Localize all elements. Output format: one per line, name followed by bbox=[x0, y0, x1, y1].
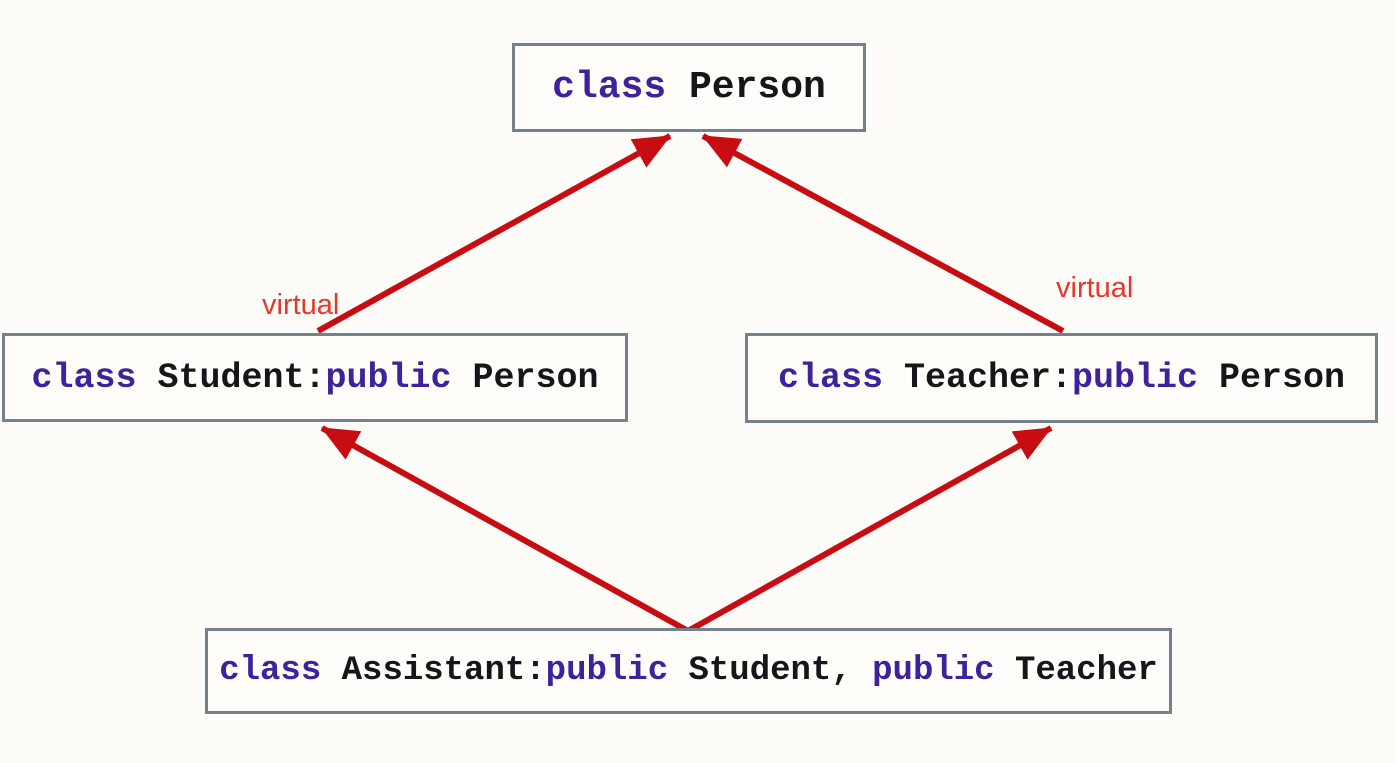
inheritance-arrow-assistant-to-teacher bbox=[686, 425, 1053, 634]
code-token: public bbox=[325, 357, 452, 398]
inheritance-arrow-assistant-to-student bbox=[320, 425, 690, 634]
class-node-assistant: class Assistant:public Student, public T… bbox=[205, 628, 1172, 714]
class-node-student: class Student:public Person bbox=[2, 333, 628, 422]
code-token: Assistant: bbox=[321, 652, 546, 690]
code-token: Person bbox=[451, 357, 599, 398]
inheritance-arrow-teacher-to-person bbox=[701, 133, 1065, 334]
code-token: Person bbox=[666, 66, 826, 109]
code-token: class bbox=[219, 652, 322, 690]
code-token: Teacher: bbox=[882, 358, 1072, 398]
code-token: class bbox=[552, 66, 667, 109]
code-token: class bbox=[777, 358, 883, 398]
code-token: Person bbox=[1198, 358, 1346, 398]
code-token: Student: bbox=[136, 357, 326, 398]
virtual-label-teacher-edge: virtual bbox=[1056, 272, 1134, 304]
class-node-teacher: class Teacher:public Person bbox=[745, 333, 1378, 423]
code-token: public bbox=[545, 652, 669, 690]
inheritance-arrow-student-to-person bbox=[316, 133, 672, 334]
code-token: public bbox=[872, 652, 995, 690]
code-token: Student, bbox=[668, 652, 873, 690]
virtual-label-student-edge: virtual bbox=[262, 289, 340, 321]
code-token: class bbox=[31, 357, 137, 398]
code-token: Teacher bbox=[994, 652, 1158, 690]
code-token: public bbox=[1072, 358, 1199, 398]
class-node-person: class Person bbox=[512, 43, 866, 132]
